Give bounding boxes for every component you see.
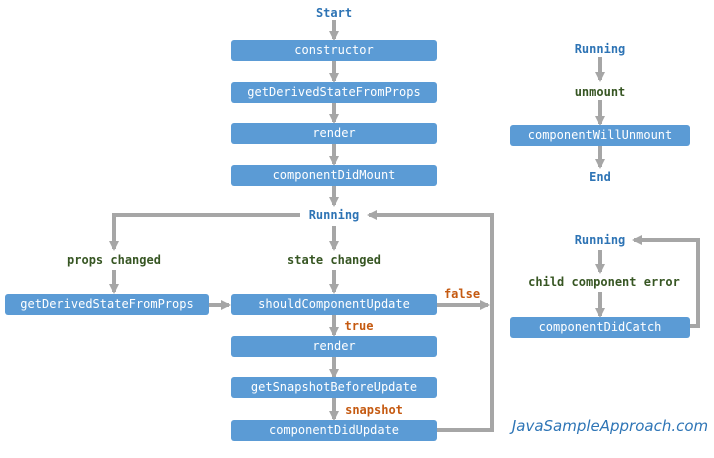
constructor-label: constructor xyxy=(294,43,373,57)
component-did-catch-box xyxy=(510,317,690,338)
child-component-error-label: child component error xyxy=(528,275,680,289)
get-derived-state-from-props-label: getDerivedStateFromProps xyxy=(247,85,420,99)
component-will-unmount-box xyxy=(510,125,690,146)
component-did-catch-label: componentDidCatch xyxy=(539,320,662,334)
component-did-mount-box xyxy=(231,165,437,186)
did-update-return-arrow xyxy=(367,210,494,432)
props-changed-label: props changed xyxy=(67,253,161,267)
props-get-derived-state-from-props-label: getDerivedStateFromProps xyxy=(20,297,193,311)
component-did-update-box xyxy=(231,420,437,441)
constructor-box xyxy=(231,40,437,61)
should-component-update-label: shouldComponentUpdate xyxy=(258,297,410,311)
component-did-mount-label: componentDidMount xyxy=(273,168,396,182)
false-branch-label: false xyxy=(444,287,480,301)
component-will-unmount-label: componentWillUnmount xyxy=(528,128,673,142)
true-branch-label: true xyxy=(345,319,374,333)
render-label: render xyxy=(312,126,355,140)
render-box xyxy=(231,123,437,144)
watermark: JavaSampleApproach.com xyxy=(509,417,708,435)
props-get-derived-state-from-props-box xyxy=(5,294,209,315)
unmount-label: unmount xyxy=(575,85,626,99)
connectors xyxy=(109,20,700,432)
should-component-update-box xyxy=(231,294,437,315)
end-label: End xyxy=(589,170,611,184)
update-render-box xyxy=(231,336,437,357)
start-label: Start xyxy=(316,6,352,20)
did-catch-return-arrow xyxy=(632,235,700,328)
diagram-labels: Start constructor getDerivedStateFromPro… xyxy=(20,6,708,437)
update-render-label: render xyxy=(312,339,355,353)
unmount-running-label: Running xyxy=(575,42,626,56)
get-snapshot-before-update-label: getSnapshotBeforeUpdate xyxy=(251,380,417,394)
component-did-update-label: componentDidUpdate xyxy=(269,423,399,437)
state-changed-label: state changed xyxy=(287,253,381,267)
running-to-props-changed-arrow xyxy=(109,213,300,251)
running-label: Running xyxy=(309,208,360,222)
error-running-label: Running xyxy=(575,233,626,247)
lifecycle-method-boxes xyxy=(5,40,690,441)
get-derived-state-from-props-box xyxy=(231,82,437,103)
get-snapshot-before-update-box xyxy=(231,377,437,398)
snapshot-label: snapshot xyxy=(345,403,403,417)
